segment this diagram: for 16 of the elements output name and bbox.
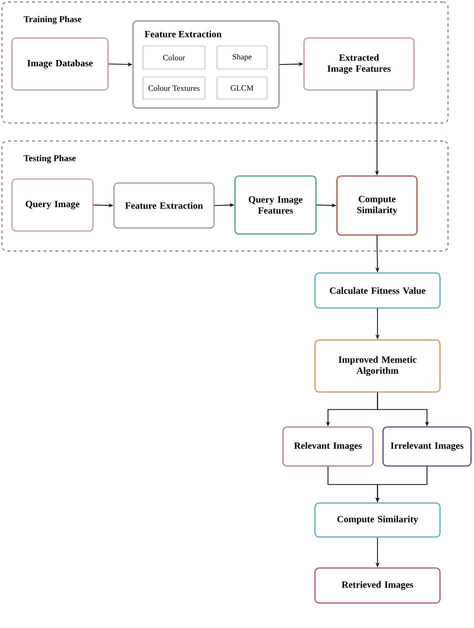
process-box: Irrelevant Images	[382, 426, 472, 467]
process-box: Compute Similarity	[336, 175, 418, 236]
process-box: Calculate Fitness Value	[314, 272, 441, 309]
process-box: Query Image	[11, 178, 94, 232]
process-box: Relevant Images	[282, 426, 374, 467]
process-box: Retrieved Images	[314, 567, 441, 604]
feature-box: Colour Textures	[142, 76, 206, 100]
feature-box: Shape	[216, 46, 268, 70]
process-box: Query Image Features	[234, 175, 317, 235]
process-box: Feature Extraction	[113, 182, 215, 229]
process-box: Improved Memetic Algorithm	[314, 339, 441, 393]
process-box: Compute Similarity	[314, 502, 441, 538]
process-box: Image Database	[11, 37, 109, 91]
process-box: Extracted Image Features	[303, 37, 415, 91]
feature-box: Colour	[142, 46, 206, 70]
feature-box: GLCM	[216, 76, 268, 100]
